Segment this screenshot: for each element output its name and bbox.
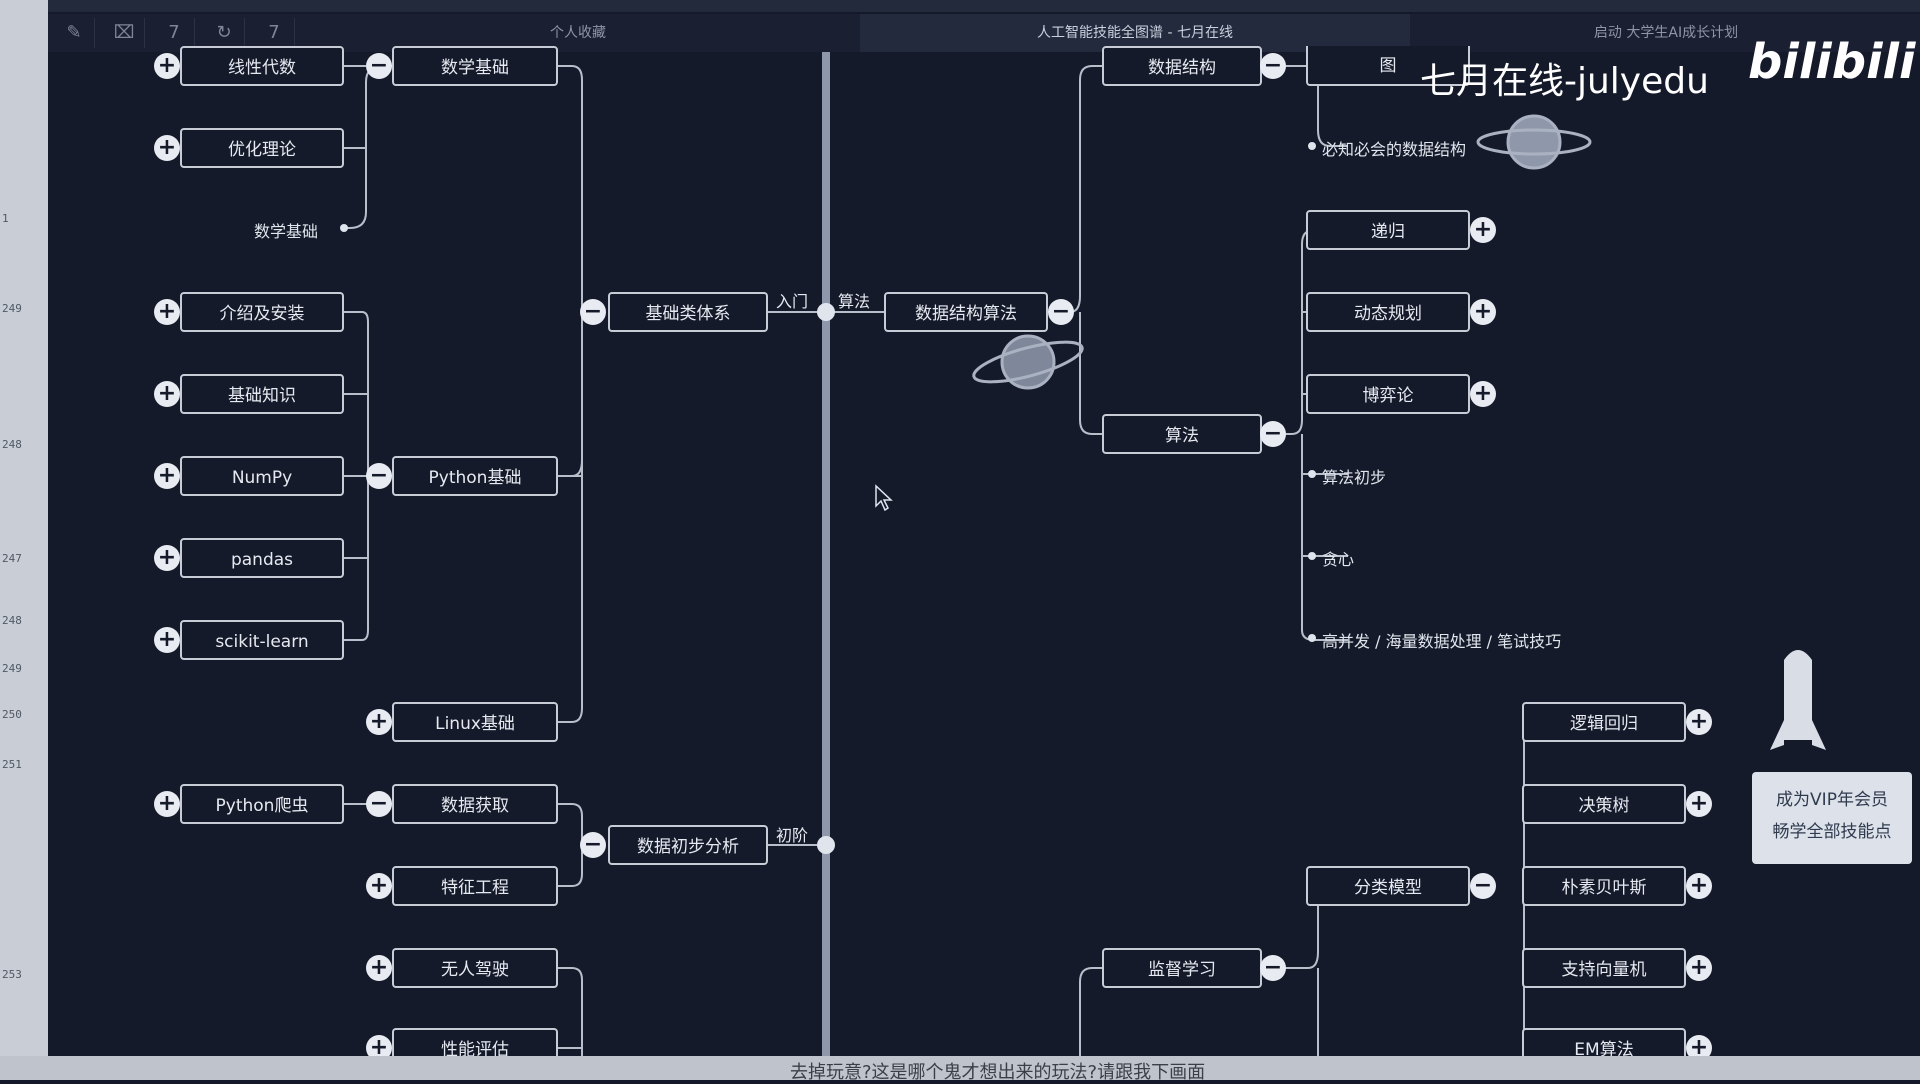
vip-promo-banner[interactable]: 成为VIP年会员 畅学全部技能点 <box>1752 772 1912 864</box>
expand-button[interactable]: + <box>154 381 180 407</box>
leaf-high-concurrency[interactable]: 高并发 / 海量数据处理 / 笔试技巧 <box>1322 632 1562 651</box>
node-basic-knowledge[interactable]: 基础知识 <box>180 374 344 414</box>
node-pandas[interactable]: pandas <box>180 538 344 578</box>
collapse-button[interactable]: − <box>366 791 392 817</box>
leaf-greedy[interactable]: 贪心 <box>1322 550 1355 569</box>
bottom-bar <box>0 1056 1920 1080</box>
expand-button[interactable]: + <box>1470 381 1496 407</box>
ruler-number: 250 <box>2 708 22 721</box>
node-naive-bayes[interactable]: 朴素贝叶斯 <box>1522 866 1686 906</box>
node-feature-engineering[interactable]: 特征工程 <box>392 866 558 906</box>
collapse-button[interactable]: − <box>1260 53 1286 79</box>
node-scikit-learn[interactable]: scikit-learn <box>180 620 344 660</box>
node-svm[interactable]: 支持向量机 <box>1522 948 1686 988</box>
toolbar-button[interactable]: 7 <box>154 18 195 48</box>
connector-lines <box>340 52 1826 1056</box>
collapse-button[interactable]: − <box>580 299 606 325</box>
tab-ai-skill-map[interactable]: 人工智能技能全图谱 - 七月在线 <box>860 14 1410 52</box>
collapse-button[interactable]: − <box>1048 299 1074 325</box>
branch-label-beginner: 初阶 <box>776 826 809 845</box>
title-strip <box>48 0 1920 12</box>
node-data-structure[interactable]: 数据结构 <box>1102 46 1262 86</box>
node-math-foundation[interactable]: 数学基础 <box>392 46 558 86</box>
node-decision-tree[interactable]: 决策树 <box>1522 784 1686 824</box>
mindmap-canvas[interactable]: ✎ ⌧ 7 ↻ 7 个人收藏 人工智能技能全图谱 - 七月在线 启动 大学生AI… <box>48 0 1920 1056</box>
node-dynamic-programming[interactable]: 动态规划 <box>1306 292 1470 332</box>
node-linear-algebra[interactable]: 线性代数 <box>180 46 344 86</box>
node-performance-evaluation[interactable]: 性能评估 <box>392 1028 558 1056</box>
ruler-number: 249 <box>2 662 22 675</box>
mouse-cursor-icon <box>875 484 893 512</box>
expand-button[interactable]: + <box>154 299 180 325</box>
expand-button[interactable]: + <box>366 1035 392 1056</box>
mail-tool-button[interactable]: ⌧ <box>104 18 145 48</box>
ruler-number: 249 <box>2 302 22 315</box>
tab-favorites[interactable]: 个人收藏 <box>550 25 606 41</box>
node-numpy[interactable]: NumPy <box>180 456 344 496</box>
node-graph[interactable]: 图 <box>1306 46 1470 86</box>
node-preliminary-analysis[interactable]: 数据初步分析 <box>608 825 768 865</box>
node-python-foundation[interactable]: Python基础 <box>392 456 558 496</box>
toolbar-button[interactable]: 7 <box>254 18 295 48</box>
node-autonomous-driving[interactable]: 无人驾驶 <box>392 948 558 988</box>
ruler-number: 1 <box>2 212 9 225</box>
expand-button[interactable]: + <box>1470 299 1496 325</box>
node-algorithm[interactable]: 算法 <box>1102 414 1262 454</box>
node-ds-algorithms[interactable]: 数据结构算法 <box>884 292 1048 332</box>
vip-line-1: 成为VIP年会员 <box>1776 790 1888 810</box>
expand-button[interactable]: + <box>1686 709 1712 735</box>
pen-tool-button[interactable]: ✎ <box>54 18 95 48</box>
node-game-theory[interactable]: 博弈论 <box>1306 374 1470 414</box>
expand-button[interactable]: + <box>1470 217 1496 243</box>
expand-button[interactable]: + <box>1686 955 1712 981</box>
collapse-button[interactable]: − <box>580 832 606 858</box>
vertical-ruler: 1 249 248 247 248 249 250 251 253 <box>0 0 49 1080</box>
video-subtitle: 去掉玩意?这是哪个鬼才想出来的玩法?请跟我下画面 <box>790 1062 1206 1083</box>
expand-button[interactable]: + <box>154 545 180 571</box>
expand-button[interactable]: + <box>154 791 180 817</box>
expand-button[interactable]: + <box>154 463 180 489</box>
node-recursion[interactable]: 递归 <box>1306 210 1470 250</box>
leaf-must-know-ds[interactable]: 必知必会的数据结构 <box>1322 140 1467 159</box>
node-linux-foundation[interactable]: Linux基础 <box>392 702 558 742</box>
expand-button[interactable]: + <box>154 53 180 79</box>
tab-ai-growth-plan[interactable]: 启动 大学生AI成长计划 <box>1593 25 1739 41</box>
expand-button[interactable]: + <box>154 135 180 161</box>
expand-button[interactable]: + <box>366 873 392 899</box>
node-intro-install[interactable]: 介绍及安装 <box>180 292 344 332</box>
ruler-number: 251 <box>2 758 22 771</box>
collapse-button[interactable]: − <box>1260 955 1286 981</box>
collapse-button[interactable]: − <box>1470 873 1496 899</box>
ruler-number: 247 <box>2 552 22 565</box>
expand-button[interactable]: + <box>366 709 392 735</box>
leaf-algorithm-basics[interactable]: 算法初步 <box>1322 468 1387 487</box>
node-logistic-regression[interactable]: 逻辑回归 <box>1522 702 1686 742</box>
node-data-acquisition[interactable]: 数据获取 <box>392 784 558 824</box>
node-supervised-learning[interactable]: 监督学习 <box>1102 948 1262 988</box>
ruler-number: 248 <box>2 438 22 451</box>
ruler-number: 248 <box>2 614 22 627</box>
collapse-button[interactable]: − <box>1260 421 1286 447</box>
bilibili-logo: bilibili <box>1748 34 1916 90</box>
collapse-button[interactable]: − <box>366 463 392 489</box>
node-classification-model[interactable]: 分类模型 <box>1306 866 1470 906</box>
ruler-number: 253 <box>2 968 22 981</box>
expand-button[interactable]: + <box>1686 791 1712 817</box>
node-optimization-theory[interactable]: 优化理论 <box>180 128 344 168</box>
node-python-crawler[interactable]: Python爬虫 <box>180 784 344 824</box>
collapse-button[interactable]: − <box>366 53 392 79</box>
tab-bar: ✎ ⌧ 7 ↻ 7 个人收藏 人工智能技能全图谱 - 七月在线 启动 大学生AI… <box>48 14 1920 52</box>
refresh-button[interactable]: ↻ <box>204 18 245 48</box>
expand-button[interactable]: + <box>1686 1035 1712 1056</box>
expand-button[interactable]: + <box>154 627 180 653</box>
node-em-algorithm[interactable]: EM算法 <box>1522 1028 1686 1056</box>
branch-label-algorithm: 算法 <box>838 292 871 311</box>
node-basics-system[interactable]: 基础类体系 <box>608 292 768 332</box>
expand-button[interactable]: + <box>1686 873 1712 899</box>
leaf-math-basics[interactable]: 数学基础 <box>254 222 319 241</box>
expand-button[interactable]: + <box>366 955 392 981</box>
julyedu-watermark: 七月在线-julyedu <box>1420 61 1709 102</box>
vip-line-2: 畅学全部技能点 <box>1772 822 1892 842</box>
branch-label-entry: 入门 <box>776 292 809 311</box>
